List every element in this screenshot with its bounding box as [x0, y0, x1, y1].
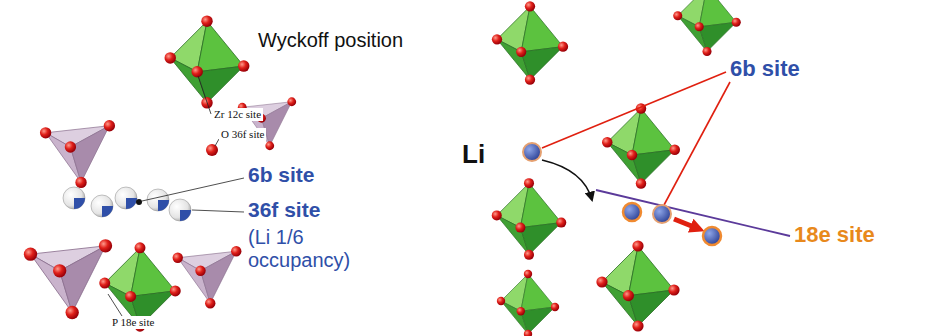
heading-label: Wyckoff position [256, 29, 405, 52]
site-label: 36f site [246, 198, 322, 222]
site-label: 6b site [728, 56, 802, 81]
site-label: 6b site [246, 163, 317, 187]
site-label: 18e site [792, 222, 877, 247]
site-label: O 36f site [219, 128, 266, 141]
site-label: P 18e site [110, 316, 156, 329]
occupancy-note: (Li 1/6 occupancy) [246, 226, 362, 272]
atom-label: Li [460, 140, 487, 170]
site-label: Zr 12c site [212, 108, 263, 121]
